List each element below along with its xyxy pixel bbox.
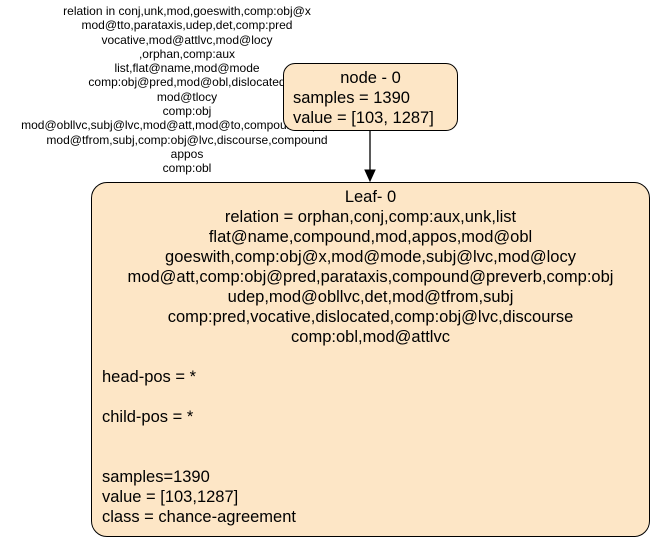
- root-node: node - 0 samples = 1390 value = [103, 12…: [283, 63, 458, 131]
- spacer: [92, 427, 649, 447]
- leaf-head-pos: head-pos = *: [102, 368, 197, 386]
- leaf-relation-line: relation = orphan,conj,comp:aux,unk,list: [224, 208, 517, 226]
- edge-label-line: ,orphan,comp:aux: [138, 46, 236, 61]
- edge-label-line: relation in conj,unk,mod,goeswith,comp:o…: [63, 4, 311, 18]
- leaf-relation-line: comp:pred,vocative,dislocated,comp:obj@l…: [167, 308, 574, 326]
- leaf-class: class = chance-agreement: [102, 508, 296, 526]
- leaf-samples: samples=1390: [102, 468, 210, 486]
- leaf-relation-line: comp:obl,mod@attlvc: [291, 328, 450, 346]
- leaf-node: Leaf- 0 relation = orphan,conj,comp:aux,…: [91, 182, 650, 537]
- edge-label-line: comp:obl: [162, 161, 212, 176]
- edge-label-line: mod@tto,parataxis,udep,det,comp:pred: [81, 18, 293, 33]
- leaf-relation-line: udep,mod@obllvc,det,mod@tfrom,subj: [227, 288, 514, 306]
- leaf-child-pos: child-pos = *: [102, 408, 194, 426]
- edge-label-line: vocative,mod@attlvc,mod@locy: [101, 32, 273, 47]
- edge-label-line: mod@obllvc,subj@lvc,mod@att,mod@to,compo…: [21, 118, 353, 133]
- spacer: [92, 387, 649, 407]
- edge-label-line: list,flat@name,mod@mode: [114, 61, 260, 76]
- edge-label-line: mod@tfrom,subj,comp:obj@lvc,discourse,co…: [46, 132, 328, 147]
- edge-label-line: appos: [170, 146, 204, 161]
- leaf-relation-line: mod@att,comp:obj@pred,parataxis,compound…: [127, 268, 614, 286]
- leaf-value: value = [103,1287]: [102, 488, 239, 506]
- root-node-samples: samples = 1390: [293, 89, 410, 107]
- edge-arrowhead: [364, 169, 376, 183]
- edge-label: relation in conj,unk,mod,goeswith,comp:o…: [0, 4, 374, 176]
- leaf-relation-line: flat@name,compound,mod,appos,mod@obl: [208, 228, 533, 246]
- root-node-value: value = [103, 1287]: [293, 109, 434, 127]
- spacer: [92, 347, 649, 367]
- edge-label-line: comp:obj@pred,mod@obl,dislocated: [88, 75, 286, 90]
- edge-label-line: mod@tlocy: [156, 89, 218, 104]
- root-node-title: node - 0: [340, 69, 401, 87]
- spacer: [92, 447, 649, 467]
- leaf-node-title: Leaf- 0: [344, 188, 397, 206]
- edge-label-line: comp:obj: [162, 104, 212, 119]
- leaf-relation-line: goeswith,comp:obj@x,mod@mode,subj@lvc,mo…: [165, 248, 576, 266]
